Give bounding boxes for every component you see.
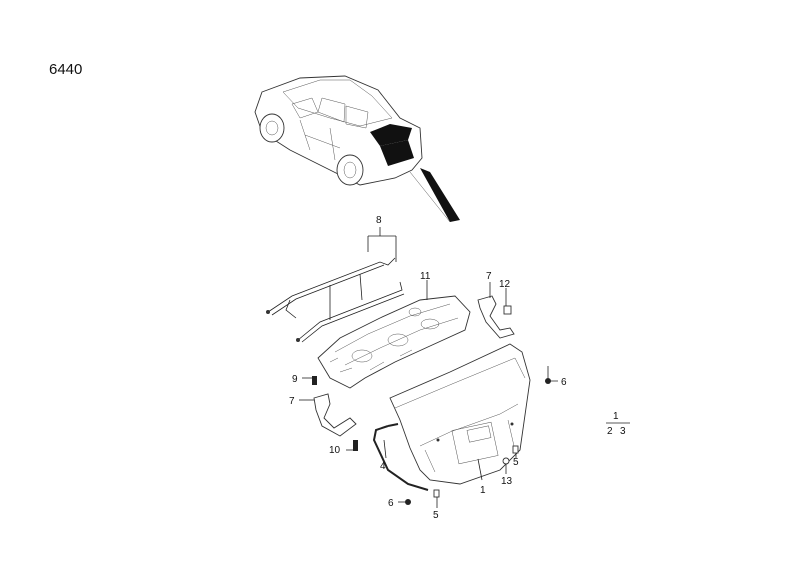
legend-bottom-left: 2 (607, 426, 613, 437)
callout-11: 11 (420, 271, 431, 282)
callout-13: 13 (501, 476, 513, 487)
callout-9: 9 (292, 374, 298, 385)
torsion-rods (266, 227, 405, 343)
legend-bottom-right: 3 (620, 426, 626, 437)
weatherstrip (372, 423, 429, 491)
callout-6-bottom: 6 (388, 498, 394, 509)
rear-panel (317, 280, 471, 389)
assembly-legend: 1 2 3 (606, 411, 630, 437)
callout-10: 10 (329, 445, 341, 456)
callout-7-left: 7 (289, 396, 295, 407)
hinge-left (299, 393, 357, 437)
page-number: 6440 (49, 61, 83, 78)
callout-labels: 8 11 7 12 9 7 6 10 4 5 13 1 6 5 (289, 215, 567, 521)
fasteners (302, 366, 558, 508)
legend-top: 1 (613, 411, 619, 422)
callout-8: 8 (376, 215, 382, 226)
callout-1: 1 (480, 485, 486, 496)
callout-6-right: 6 (561, 377, 567, 388)
callout-5-bottom: 5 (433, 510, 439, 521)
hinge-right (477, 282, 515, 339)
trunk-lid (389, 343, 531, 485)
callout-5-right: 5 (513, 457, 519, 468)
callout-12: 12 (499, 279, 511, 290)
callout-7-right: 7 (486, 271, 492, 282)
callout-4: 4 (380, 461, 386, 472)
car-illustration (254, 75, 460, 223)
